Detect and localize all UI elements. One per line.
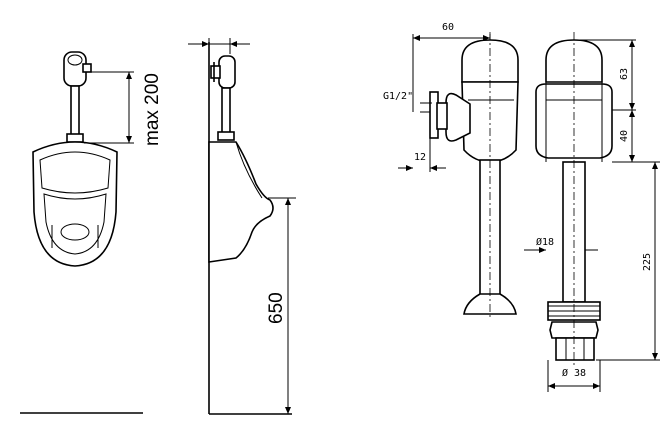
valve-front-outlet [555, 337, 595, 361]
front-height-label: max 200 [142, 73, 163, 146]
valve-offset-label: 12 [414, 152, 426, 163]
front-view-urinal: max 200 [20, 51, 163, 414]
side-height-label: 650 [266, 292, 287, 324]
side-urinal-bowl [208, 141, 274, 263]
valve-front-thread [549, 321, 599, 339]
valve-side-handle [445, 92, 471, 142]
valve-cap-height-label: 63 [619, 68, 630, 80]
front-urinal-bowl [32, 141, 118, 267]
valve-side-view: 60 G1/2" 12 Ø18 [383, 22, 598, 320]
valve-thread-label: G1/2" [383, 91, 413, 102]
valve-pipe-diameter-label: Ø18 [536, 236, 554, 248]
front-flush-pipe [70, 85, 80, 137]
valve-front-body [535, 83, 613, 159]
valve-outlet-diameter-label: Ø 38 [562, 367, 586, 379]
side-view-urinal: 650 [188, 38, 296, 415]
front-urinal-rim [39, 151, 111, 194]
valve-width-label: 60 [442, 22, 454, 33]
front-valve-knob [82, 63, 92, 73]
side-valve-body [218, 55, 236, 89]
valve-body-height-label: 40 [619, 130, 630, 142]
valve-pipe-length-label: 225 [642, 253, 653, 271]
side-flush-pipe [221, 87, 231, 135]
valve-front-view: 63 40 225 Ø 38 [535, 32, 660, 392]
